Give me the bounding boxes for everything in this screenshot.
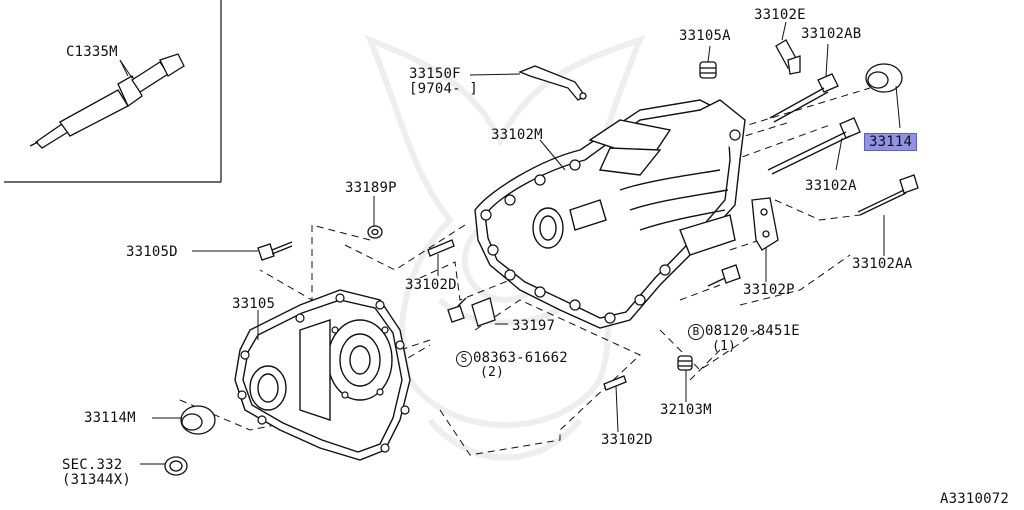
label-33197: 33197 xyxy=(512,318,556,334)
highlighted-part-33114[interactable]: 33114 xyxy=(864,133,918,151)
washer-33189P xyxy=(367,225,383,239)
label-sec332-sub: (31344X) xyxy=(62,472,132,488)
label-33102A: 33102A xyxy=(805,178,857,194)
label-08363-number: 08363-61662 xyxy=(473,350,568,366)
label-08363-qty: (2) xyxy=(480,365,505,380)
label-33102AA: 33102AA xyxy=(852,256,913,272)
bolt-33102A xyxy=(767,117,861,175)
housing-front-33105 xyxy=(234,289,411,461)
label-33150F-note: [9704- ] xyxy=(409,81,479,97)
label-33102D-top: 33102D xyxy=(405,277,457,293)
label-33150F: 33150F xyxy=(409,66,461,82)
ring-sec332 xyxy=(164,456,188,476)
bracket-33102P xyxy=(751,197,779,251)
label-33102D-bottom: 33102D xyxy=(601,432,653,448)
seal-33114 xyxy=(865,63,903,93)
bolt-08363 xyxy=(447,297,467,323)
housing-rear-33102M xyxy=(474,99,746,329)
housing-bolt-bosses xyxy=(480,129,741,324)
label-33189P: 33189P xyxy=(345,180,397,196)
inset-frame xyxy=(4,0,222,183)
label-08120-number: 08120-8451E xyxy=(705,323,800,339)
label-33105: 33105 xyxy=(232,296,276,312)
b-marker-icon: B xyxy=(688,324,704,340)
seal-33114M xyxy=(180,405,216,435)
bolt-33105D xyxy=(257,241,293,261)
label-08120-qty: (1) xyxy=(712,339,737,354)
leader-lines xyxy=(119,21,901,465)
plate-33197 xyxy=(471,297,496,327)
label-33105D: 33105D xyxy=(126,244,178,260)
label-sec332: SEC.332 xyxy=(62,457,123,473)
label-33105A: 33105A xyxy=(679,28,731,44)
diagram-code: A3310072 xyxy=(940,491,1010,507)
label-33102P: 33102P xyxy=(743,282,795,298)
label-33102AB: 33102AB xyxy=(801,26,862,42)
front-housing-bosses xyxy=(237,293,410,453)
stud-33102D-top xyxy=(427,239,455,257)
label-32103M: 32103M xyxy=(660,402,712,418)
label-33114[interactable]: 33114 xyxy=(864,133,918,151)
label-inset-part: C1335M xyxy=(66,44,118,60)
plug-32103M xyxy=(677,355,693,371)
bolt-08120 xyxy=(707,264,741,287)
plug-33105A xyxy=(699,61,717,79)
sealant-tube-icon xyxy=(29,53,185,149)
label-33102M: 33102M xyxy=(491,127,543,143)
bolt-33102AA xyxy=(857,174,919,216)
breather-33102E xyxy=(775,39,801,75)
bracket-33150F xyxy=(518,65,587,101)
bolt-33102AB xyxy=(769,73,839,123)
s-marker-icon: S xyxy=(456,351,472,367)
stud-33102D-bottom xyxy=(603,375,627,391)
label-33102E: 33102E xyxy=(754,7,806,23)
label-33114M: 33114M xyxy=(84,410,136,426)
